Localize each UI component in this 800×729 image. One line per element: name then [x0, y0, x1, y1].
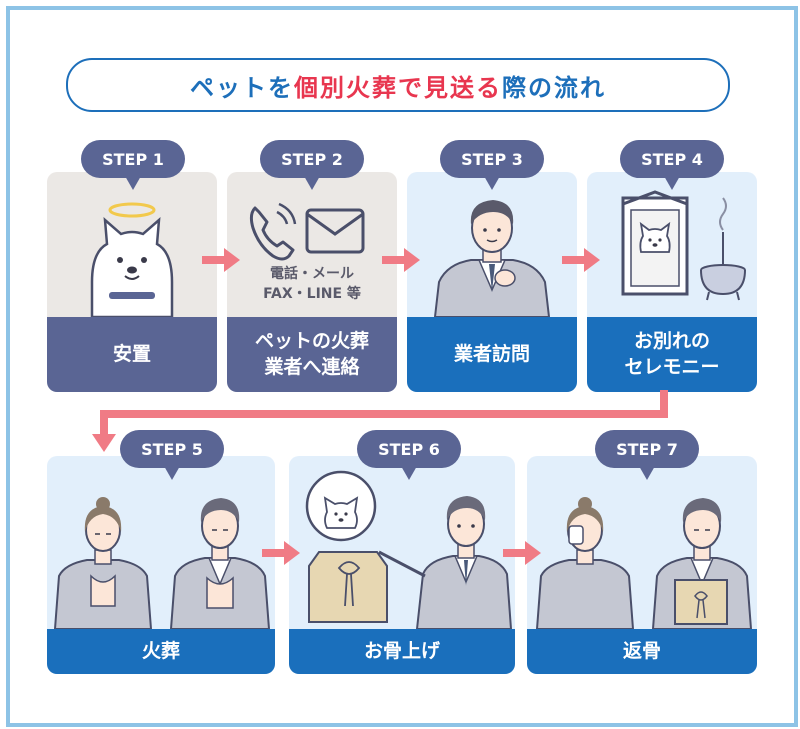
step-7-label-line-1: 返骨 — [622, 639, 661, 662]
step-3-label: 業者訪問 — [407, 317, 577, 392]
step-1-card: 安置 — [47, 172, 217, 392]
step-1-illustration — [47, 172, 217, 317]
step-5-illustration — [47, 456, 275, 629]
halo-dog-icon — [90, 202, 174, 317]
step-4-label-line-1: お別れの — [633, 329, 710, 352]
step-4-label-line-2: セレモニー — [624, 355, 720, 378]
memorial-scene — [621, 190, 746, 301]
mail-icon — [305, 208, 365, 254]
step-5-card: 火葬 — [47, 456, 275, 674]
arrow-right-icon — [202, 248, 240, 272]
step-2-card: 電話・メール FAX・LINE 等 ペットの火葬 業者へ連絡 — [227, 172, 397, 392]
step-5-label-line-1: 火葬 — [141, 639, 180, 662]
contact-icons — [249, 202, 365, 261]
step-7-illustration — [527, 456, 757, 629]
phone-icon — [249, 202, 297, 261]
step-3-label-line-1: 業者訪問 — [453, 342, 530, 365]
incense-burner-icon — [700, 197, 746, 301]
step-1-label-line-1: 安置 — [112, 342, 151, 365]
step-5-badge: STEP 5 — [120, 430, 224, 480]
title-part-1: ペットを — [190, 73, 294, 102]
staff-bowing-icon — [433, 200, 551, 317]
step-3-illustration — [407, 172, 577, 317]
step-4-label: お別れの セレモニー — [587, 317, 757, 392]
step-6-badge: STEP 6 — [357, 430, 461, 480]
step-4-badge: STEP 4 — [620, 140, 724, 190]
step-4-card: お別れの セレモニー — [587, 172, 757, 392]
title-part-2: 個別火葬で見送る — [294, 73, 502, 102]
step-3-card: 業者訪問 — [407, 172, 577, 392]
step-3-badge: STEP 3 — [440, 140, 544, 190]
step-6-card: お骨上げ — [289, 456, 515, 674]
arrow-right-icon — [503, 541, 541, 565]
step-6-illustration — [289, 456, 515, 629]
dog-portrait-shrine-icon — [621, 190, 689, 296]
praying-couple-icon — [53, 497, 271, 629]
step-5-label: 火葬 — [47, 629, 275, 674]
contact-line-2: FAX・LINE 等 — [263, 286, 361, 303]
step-2-label: ペットの火葬 業者へ連絡 — [227, 317, 397, 392]
step-2-contact-methods: 電話・メール FAX・LINE 等 — [227, 264, 397, 305]
step-1-label: 安置 — [47, 317, 217, 392]
arrow-right-icon — [562, 248, 600, 272]
page-title: ペットを個別火葬で見送る際の流れ — [66, 58, 730, 112]
step-7-badge: STEP 7 — [595, 430, 699, 480]
step-2-illustration: 電話・メール FAX・LINE 等 — [227, 172, 397, 317]
step-1-badge: STEP 1 — [81, 140, 185, 190]
step-2-label-line-1: ペットの火葬 — [254, 329, 369, 352]
contact-line-1: 電話・メール — [270, 266, 354, 282]
step-7-label: 返骨 — [527, 629, 757, 674]
step-4-illustration — [587, 172, 757, 317]
arrow-right-icon — [262, 541, 300, 565]
mourning-couple-icon — [535, 497, 753, 629]
step-6-label-line-1: お骨上げ — [363, 639, 440, 662]
step-2-label-line-2: 業者へ連絡 — [264, 355, 360, 378]
arrow-right-icon — [382, 248, 420, 272]
step-2-badge: STEP 2 — [260, 140, 364, 190]
step-6-label: お骨上げ — [289, 629, 515, 674]
connector-arrow-icon — [92, 390, 668, 452]
title-part-3: 際の流れ — [502, 73, 606, 102]
urn-with-dog-icon — [305, 470, 513, 629]
step-7-card: 返骨 — [527, 456, 757, 674]
